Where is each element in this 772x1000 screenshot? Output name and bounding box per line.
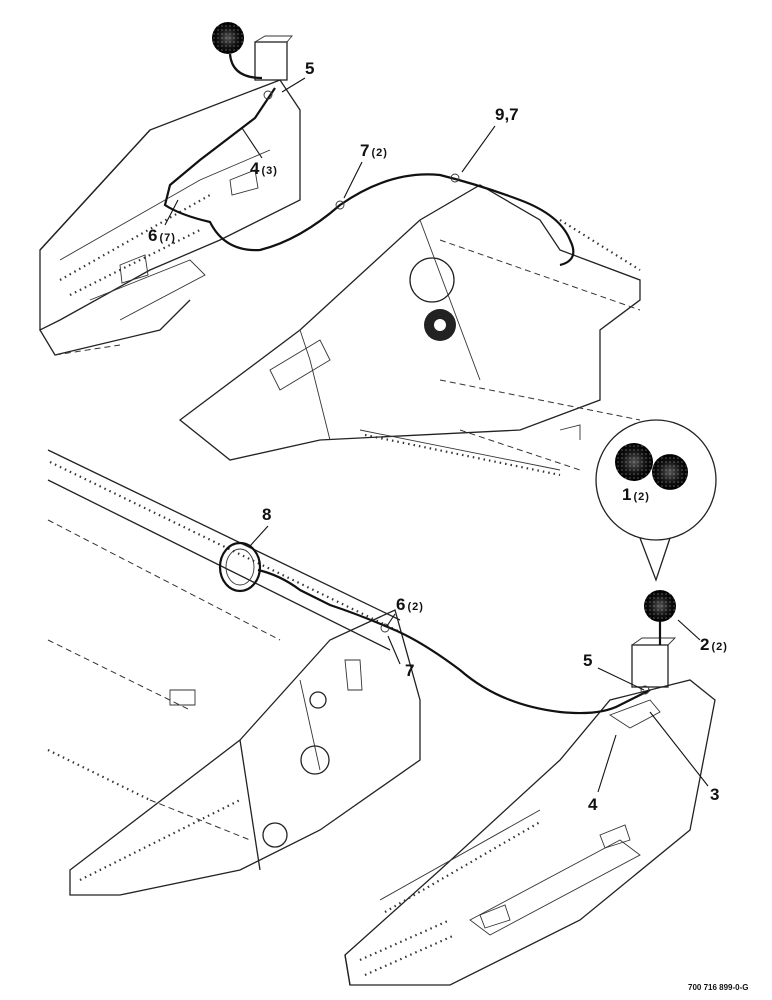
callout-4-bottom: 4 bbox=[588, 734, 617, 814]
svg-text:2(2): 2(2) bbox=[700, 635, 728, 654]
callout-2: 2(2) bbox=[677, 619, 728, 654]
svg-text:4: 4 bbox=[588, 795, 598, 814]
callout-7-top: 7(2) bbox=[343, 141, 388, 199]
bottom-header-assembly bbox=[47, 449, 716, 986]
top-header-assembly bbox=[39, 22, 641, 477]
svg-text:7: 7 bbox=[405, 661, 414, 680]
drawing-code: 700 716 899-0-G bbox=[688, 983, 749, 992]
callout-3: 3 bbox=[649, 711, 719, 804]
callout-6-top: 6(7) bbox=[148, 199, 179, 245]
callout-5-bottom: 5 bbox=[583, 651, 645, 691]
callout-5-top: 5 bbox=[281, 59, 314, 93]
svg-text:6(2): 6(2) bbox=[396, 595, 424, 614]
svg-text:1(2): 1(2) bbox=[622, 485, 650, 504]
svg-text:5: 5 bbox=[305, 59, 314, 78]
svg-text:8: 8 bbox=[262, 505, 271, 524]
svg-text:4(3): 4(3) bbox=[250, 159, 278, 178]
svg-text:6(7): 6(7) bbox=[148, 226, 176, 245]
callout-1: 1(2) bbox=[622, 485, 650, 504]
callout-9-7-top: 9,7 bbox=[461, 105, 519, 173]
lamp-detail-circle bbox=[595, 419, 717, 582]
svg-text:9,7: 9,7 bbox=[495, 105, 519, 124]
callout-6-bottom: 6(2) bbox=[386, 595, 424, 627]
top-pulley-icon bbox=[409, 257, 455, 303]
wire-coil-icon bbox=[218, 541, 262, 593]
svg-text:7(2): 7(2) bbox=[360, 141, 388, 160]
callout-8: 8 bbox=[249, 505, 271, 547]
svg-text:3: 3 bbox=[710, 785, 719, 804]
callout-4-top: 4(3) bbox=[241, 127, 278, 178]
callout-7-bottom: 7 bbox=[387, 635, 414, 680]
svg-text:5: 5 bbox=[583, 651, 592, 670]
